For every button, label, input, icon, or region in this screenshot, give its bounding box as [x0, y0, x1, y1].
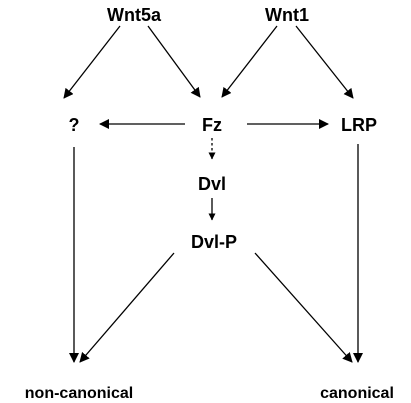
node-dvl: Dvl [198, 174, 226, 194]
node-canonical: canonical [320, 385, 394, 402]
node-wnt1: Wnt1 [265, 5, 309, 25]
node-unknown: ? [69, 115, 80, 135]
node-dvl-p: Dvl-P [191, 232, 237, 252]
edge-dvl-p-to-canonical [254, 252, 353, 363]
edge-wnt1-to-lrp [295, 25, 354, 99]
node-lrp: LRP [341, 115, 377, 135]
node-fz: Fz [202, 115, 222, 135]
edge-wnt1-to-fz [221, 25, 278, 98]
edge-wnt5a-to-fz [147, 25, 201, 98]
node-non-canonical: non-canonical [25, 385, 133, 402]
edge-wnt5a-to-unknown [63, 25, 121, 99]
node-wnt5a: Wnt5a [107, 5, 162, 25]
edge-dvl-p-to-non-canonical [79, 252, 175, 363]
